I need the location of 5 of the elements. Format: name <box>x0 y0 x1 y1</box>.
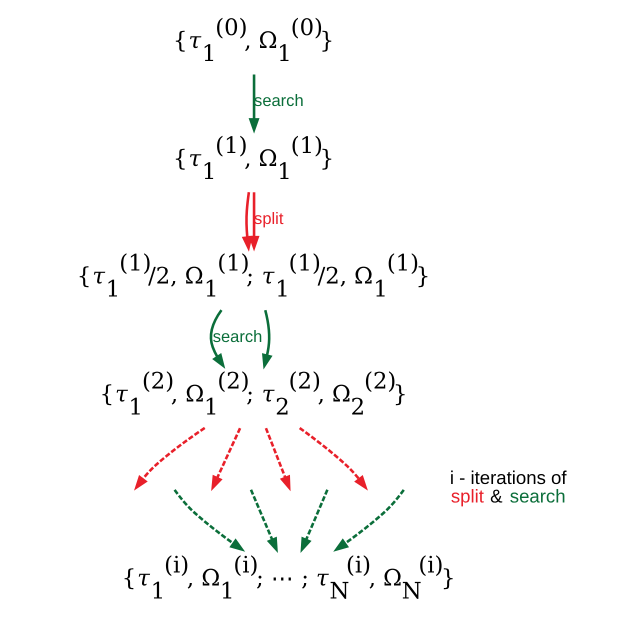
label: search <box>509 486 566 507</box>
label: i - iterations of <box>449 466 566 488</box>
label: & <box>490 486 502 507</box>
label: split <box>450 486 484 507</box>
edge-label: search <box>212 326 262 346</box>
